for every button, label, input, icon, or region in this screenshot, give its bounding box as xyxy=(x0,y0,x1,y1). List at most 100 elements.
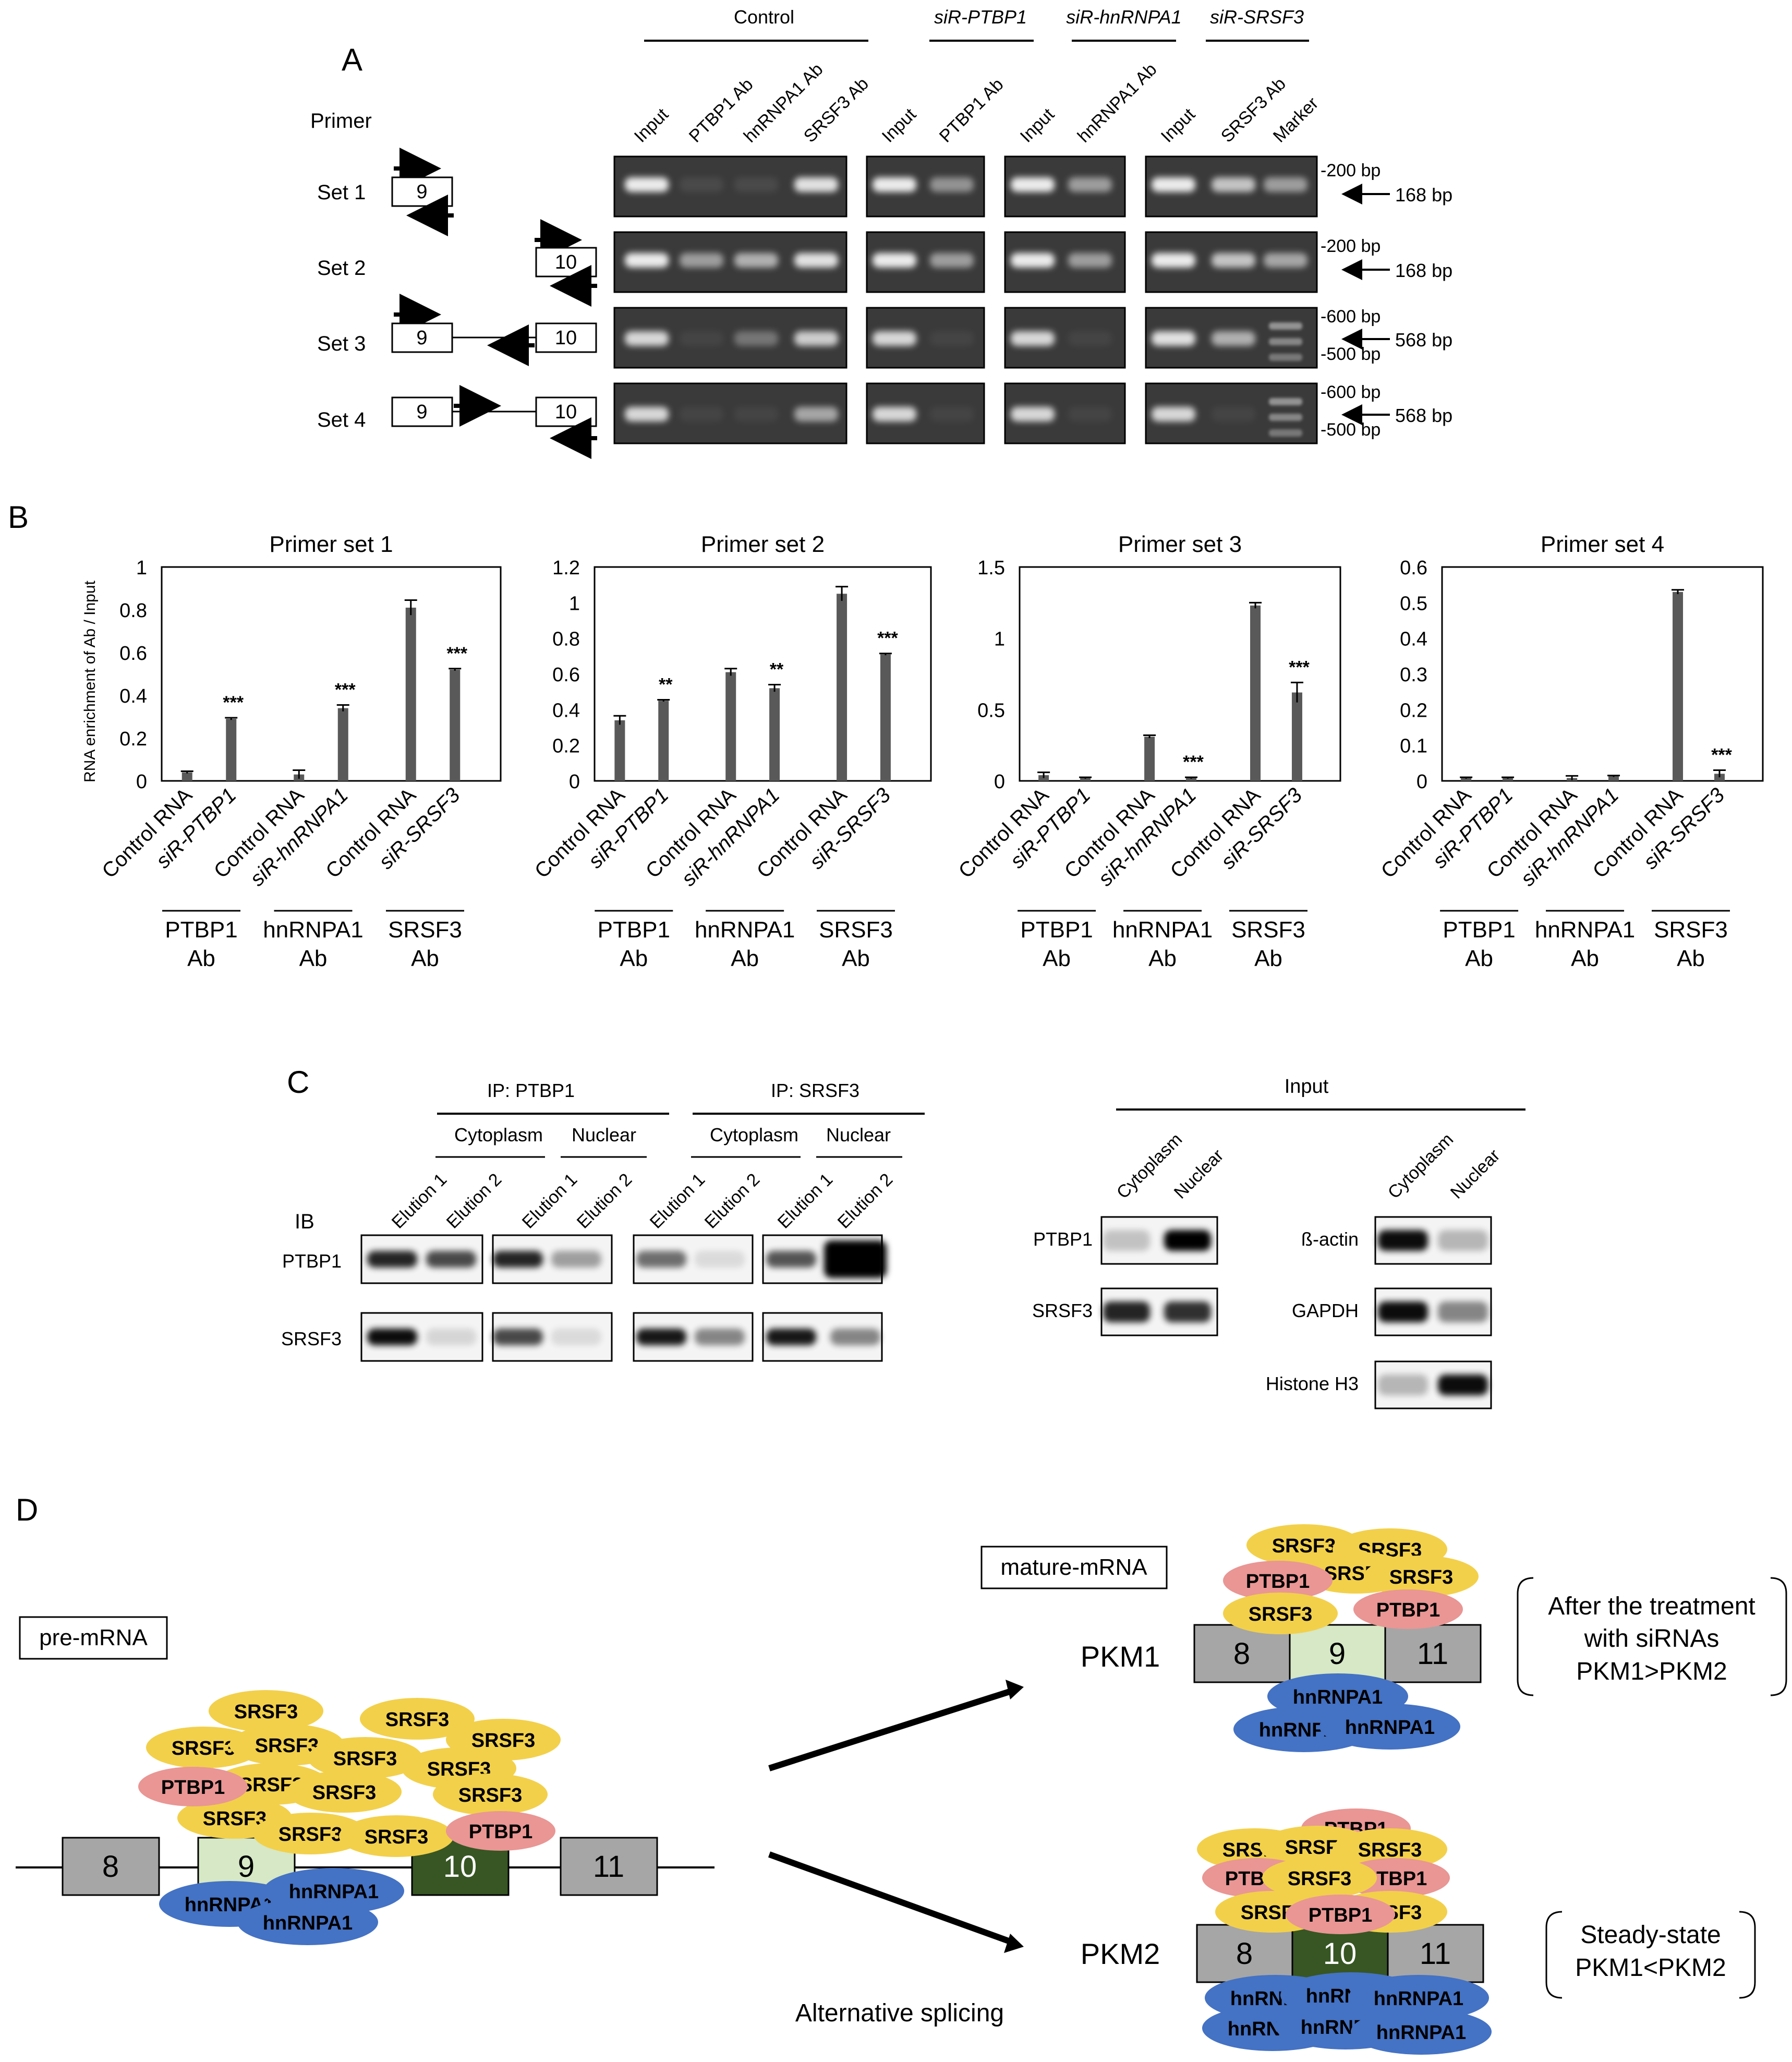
gel-band xyxy=(930,253,974,268)
blot-band xyxy=(493,1329,543,1345)
srsf3-protein: SRSF3 xyxy=(339,1815,454,1857)
gel-band xyxy=(1269,338,1302,345)
blot-band xyxy=(830,1329,880,1345)
gel-band xyxy=(930,177,974,192)
srsf3-protein: SRSF3 xyxy=(209,1690,323,1732)
exon-box xyxy=(535,322,597,353)
exon-label: 9 xyxy=(238,1850,255,1884)
srsf3-label: SRSF3 xyxy=(1272,1535,1336,1557)
srsf3-label: SRSF3 xyxy=(471,1730,535,1752)
y-tick-label: 0.2 xyxy=(119,728,147,750)
fraction-label: Nuclear xyxy=(826,1124,891,1145)
panel-c-letter: C xyxy=(287,1065,309,1100)
blot-band xyxy=(493,1251,543,1268)
gel-band xyxy=(1068,253,1112,268)
srsf3-ellipse xyxy=(360,1698,475,1740)
gel-band xyxy=(1269,398,1302,405)
group-label: SRSF3 xyxy=(1654,917,1728,943)
blot-band xyxy=(766,1251,816,1268)
note-line: Steady-state xyxy=(1580,1921,1721,1949)
pkm2-label: PKM2 xyxy=(1081,1937,1160,1970)
panel-a-letter: A xyxy=(342,42,362,77)
blot-image xyxy=(633,1312,754,1362)
group-label: PTBP1 xyxy=(165,917,237,943)
gel-band xyxy=(1068,331,1112,346)
srsf3-ellipse xyxy=(1333,1828,1447,1870)
blot-band xyxy=(824,1240,887,1278)
gel-band xyxy=(1152,253,1195,268)
y-tick-label: 0.3 xyxy=(1400,664,1427,686)
product-size-label: 168 bp xyxy=(1395,260,1452,281)
primer-set-1-schematic: Set 1 9 xyxy=(317,148,454,236)
gel-image xyxy=(613,231,847,293)
y-tick-label: 0 xyxy=(569,771,580,793)
srsf3-protein: SRSF3 xyxy=(1223,1593,1338,1634)
y-axis-label: RNA enrichment of Ab / Input xyxy=(81,580,99,782)
ptbp1-label: PTBP1 xyxy=(1376,1599,1440,1621)
srsf3-label: SRSF3 xyxy=(234,1701,298,1723)
srsf3-ellipse xyxy=(287,1771,402,1813)
pkm1-note: After the treatment with siRNAs PKM1>PKM… xyxy=(1517,1577,1787,1696)
group-label: Ab xyxy=(1465,946,1493,971)
gel-band xyxy=(873,331,916,346)
significance-label: ** xyxy=(659,675,673,695)
ip-ptbp1-label: IP: PTBP1 xyxy=(487,1080,575,1101)
primer-heading: Primer xyxy=(310,110,372,132)
gel-band xyxy=(1068,177,1112,192)
ip-srsf3-label: IP: SRSF3 xyxy=(771,1080,859,1101)
srsf3-label: SRSF3 xyxy=(312,1782,376,1804)
marker-size-label: -600 bp xyxy=(1321,382,1381,402)
group-header-sihnrnpa1: siR-hnRNPA1 xyxy=(1066,6,1182,42)
srsf3-protein: SRSF3 xyxy=(253,1813,368,1854)
bar xyxy=(405,607,416,781)
exon-box xyxy=(391,396,453,427)
gel-band xyxy=(873,253,916,268)
significance-label: *** xyxy=(1289,657,1310,677)
srsf3-label: SRSF3 xyxy=(365,1826,428,1848)
chart-title: Primer set 4 xyxy=(1541,532,1664,557)
srsf3-label: SRSF3 xyxy=(1389,1566,1453,1588)
gel-image xyxy=(866,155,985,218)
gel-band xyxy=(1011,253,1055,268)
group-label: hnRNPA1 xyxy=(1535,917,1635,943)
gel-image xyxy=(1145,155,1318,218)
significance-label: *** xyxy=(223,693,244,713)
alternative-splicing-label: Alternative splicing xyxy=(795,1999,1004,2027)
y-tick-label: 1 xyxy=(994,629,1005,650)
srsf3-ellipse xyxy=(308,1737,422,1779)
gel-band xyxy=(1212,177,1255,192)
blot-image xyxy=(492,1312,613,1362)
gel-band xyxy=(794,331,838,346)
ib-label: IB xyxy=(295,1210,314,1233)
elution-label: Elution 1 xyxy=(518,1169,581,1232)
group-label: Ab xyxy=(1571,946,1599,971)
primer-set-2-schematic: Set 2 10 xyxy=(317,219,597,307)
y-tick-label: 0.6 xyxy=(552,664,580,686)
chart-title: Primer set 1 xyxy=(269,532,393,557)
exon-label: 11 xyxy=(1417,1637,1448,1671)
group-label: hnRNPA1 xyxy=(695,917,795,943)
elution-label: Elution 2 xyxy=(443,1169,505,1232)
srsf3-label: SRSF3 xyxy=(385,1709,449,1731)
pre-mrna-label-box xyxy=(19,1616,168,1660)
gel-band xyxy=(734,177,778,192)
marker-size-label: -500 bp xyxy=(1321,420,1381,440)
input-lane-label: Nuclear xyxy=(1170,1145,1228,1203)
srsf3-label: SRSF3 xyxy=(255,1735,319,1757)
y-tick-label: 0.5 xyxy=(977,700,1005,721)
gel-band xyxy=(794,253,838,268)
exon-label: 9 xyxy=(1329,1637,1346,1671)
gel-band xyxy=(1269,414,1302,421)
input-lane-label: Cytoplasm xyxy=(1384,1129,1457,1202)
gel-band xyxy=(1264,177,1307,192)
bar xyxy=(1144,737,1155,781)
srsf3-ellipse xyxy=(1223,1593,1338,1634)
blot-band xyxy=(1103,1301,1150,1322)
bar xyxy=(658,701,669,781)
primer-set-label: Set 4 xyxy=(317,408,366,431)
blot-row-label: PTBP1 xyxy=(282,1250,342,1272)
hnrnpa1-protein: hnRNPA1 xyxy=(1319,1704,1460,1750)
